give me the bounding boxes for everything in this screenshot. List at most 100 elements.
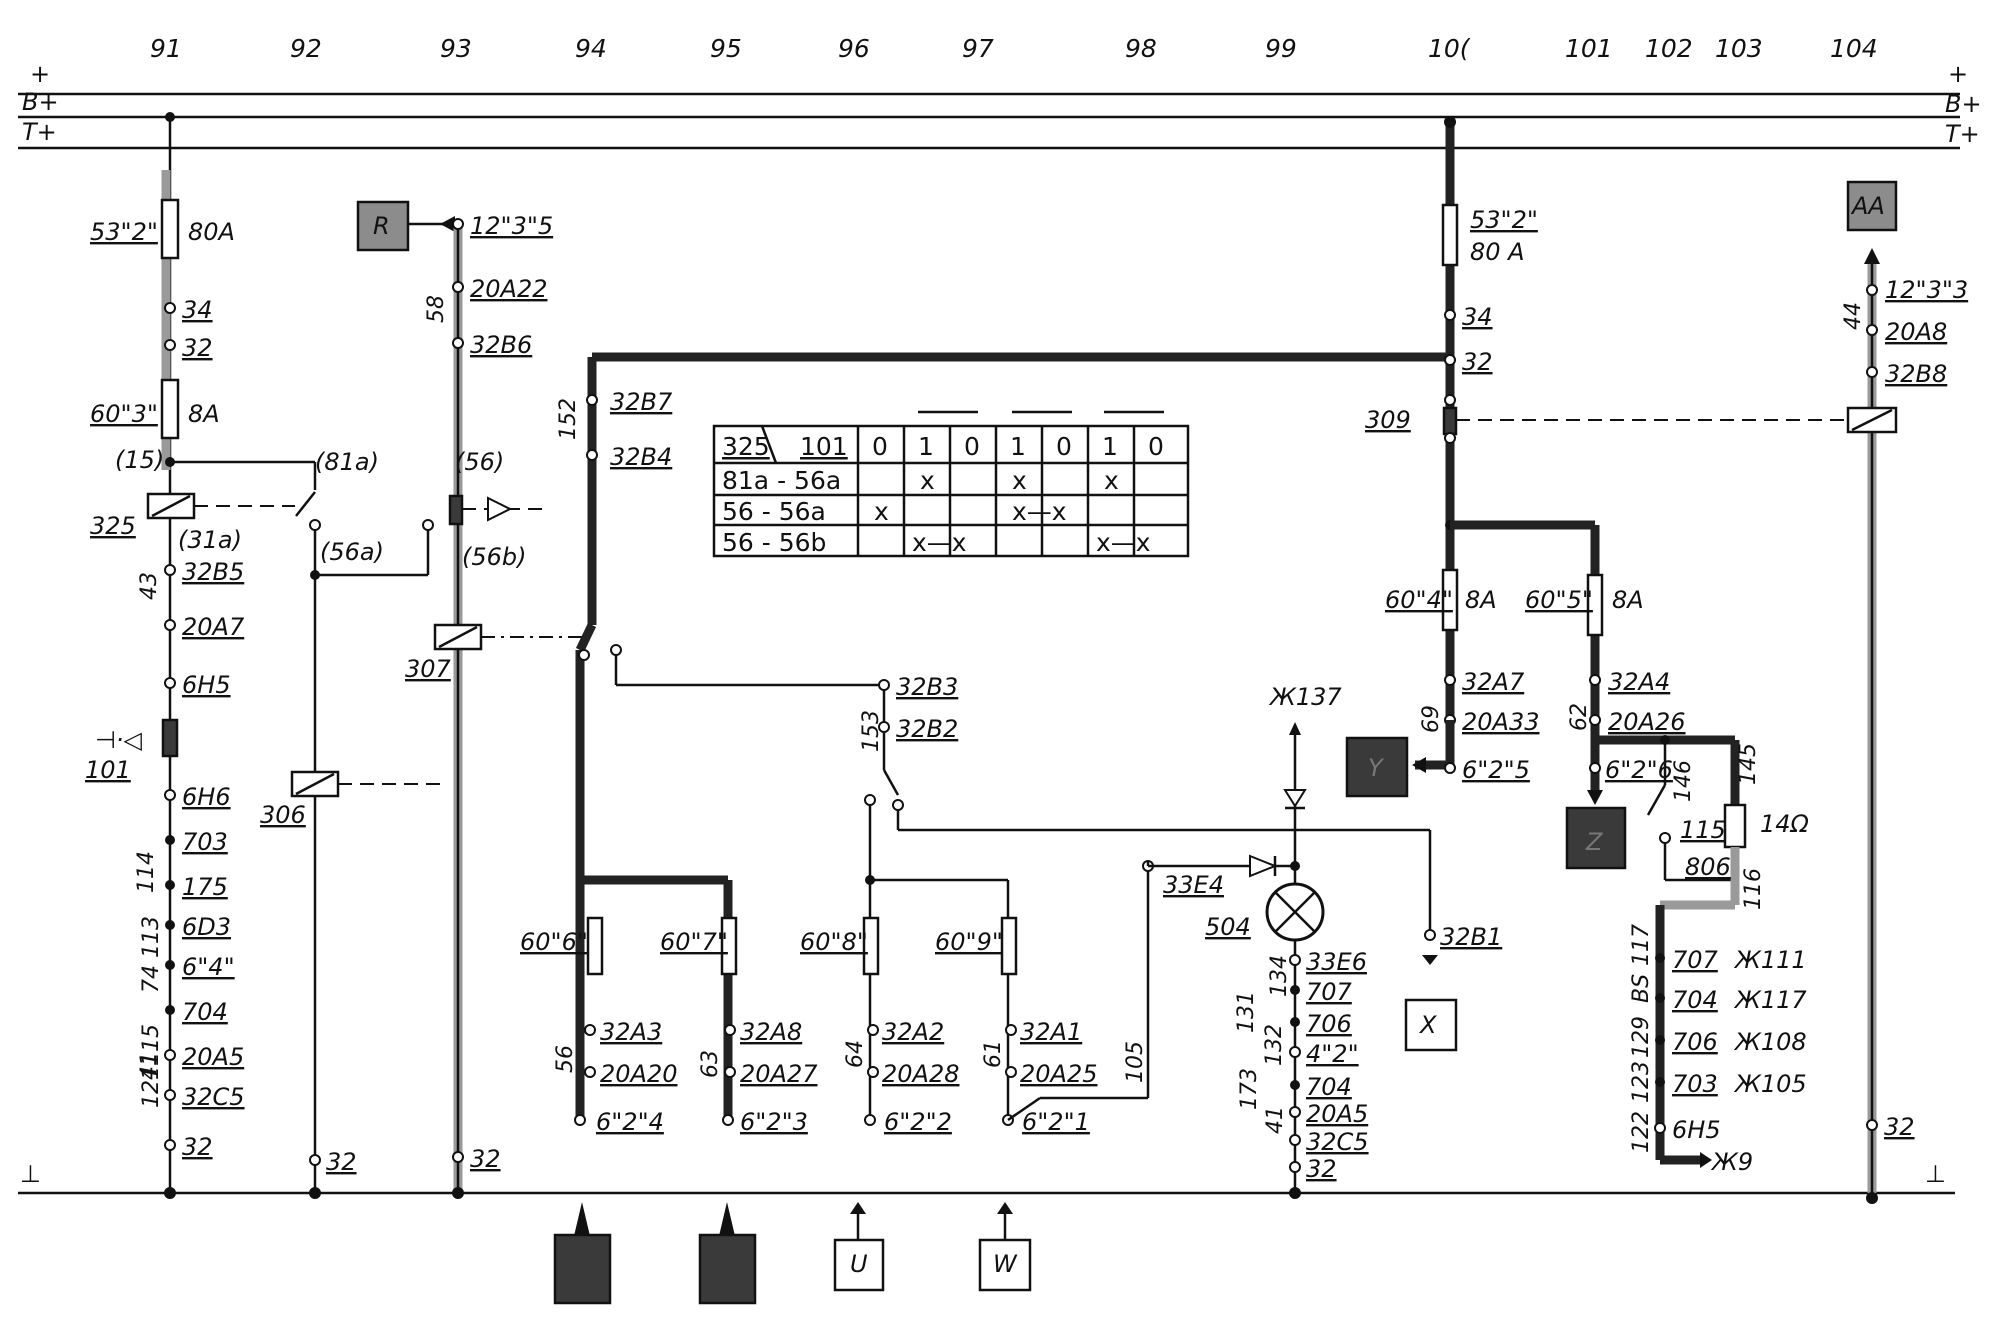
box-label: Y — [1368, 754, 1385, 782]
table-header: 1 — [1102, 432, 1118, 461]
wire-number: 41 — [1263, 1106, 1288, 1134]
box-label: Z — [1585, 828, 1603, 856]
table-header: 0 — [964, 432, 980, 461]
connector-label: 6H5 — [1672, 1116, 1721, 1144]
circuit-95: 60"7" 63 32A8 20A27 6"2"3 — [660, 916, 818, 1305]
relay-label: 309 — [1365, 406, 1411, 434]
diode-symbol — [487, 496, 513, 522]
connector-box-w — [978, 1238, 1032, 1292]
node-label: (56a) — [320, 538, 384, 566]
fuse-id: 60"8" — [800, 928, 868, 956]
connector-box-z — [1565, 806, 1627, 870]
connector-label: 115 — [1680, 816, 1726, 844]
connector-label: 706 — [1672, 1028, 1718, 1056]
wire-number: BS — [1629, 974, 1654, 1003]
table-cell: x — [1104, 466, 1119, 495]
connector-label: 32A1 — [1020, 1018, 1082, 1046]
fuse-97 — [1000, 916, 1018, 976]
connector-label: 6"2"2 — [884, 1108, 952, 1136]
column-number: 103 — [1715, 34, 1763, 63]
connector-box-aa — [1846, 180, 1898, 232]
wire-number: 132 — [1262, 1024, 1287, 1066]
connector-label: 34 — [1462, 303, 1493, 331]
connector-label: 32B2 — [896, 715, 958, 743]
connector-label: 4"2" — [1306, 1040, 1359, 1068]
fuse-rating: 8A — [1465, 586, 1497, 614]
column-number: 101 — [1565, 34, 1613, 63]
connector-label: 20A26 — [1608, 708, 1686, 736]
wire-number: 123 — [1629, 1061, 1654, 1103]
reference-label: Ж111 — [1733, 946, 1807, 974]
column-number: 97 — [962, 34, 994, 63]
fuse-91-8a — [160, 378, 180, 440]
column-number: 99 — [1265, 34, 1297, 63]
reference-label: Ж105 — [1733, 1070, 1807, 1098]
diode-symbol — [1283, 789, 1307, 808]
column-number: 104 — [1830, 34, 1878, 63]
column-numbers: 91 92 93 94 95 96 97 98 99 10( 101 102 1… — [150, 34, 1878, 63]
wire-number: 44 — [1841, 302, 1866, 330]
connector-label: 32C5 — [1306, 1128, 1369, 1156]
rail-b-label-right: B+ — [1945, 90, 1982, 118]
fuse-94 — [586, 916, 604, 976]
fuse-100-8a — [1441, 568, 1459, 632]
connector-label: 32A2 — [882, 1018, 944, 1046]
fuse-id: 60"7" — [660, 928, 728, 956]
connector-label: 32B8 — [1885, 360, 1947, 388]
column-number: 91 — [150, 34, 182, 63]
table-header: 0 — [872, 432, 888, 461]
connector-label: 12"3"5 — [470, 212, 553, 240]
connector-label: 20A20 — [600, 1060, 678, 1088]
wire-number: 122 — [1629, 1111, 1654, 1153]
column-number: 102 — [1645, 34, 1693, 63]
wire-number: 69 — [1419, 705, 1444, 733]
connector-label: 33E6 — [1306, 948, 1367, 976]
fuse-91-80a — [160, 198, 180, 260]
table-cell: x—x — [1012, 497, 1067, 526]
fuse-rating: 8A — [188, 400, 220, 428]
wire-number: 131 — [1234, 991, 1259, 1033]
connector-box-95 — [698, 1233, 757, 1305]
connector-label: 12"3"3 — [1885, 276, 1968, 304]
connector-label: 32B1 — [1440, 923, 1502, 951]
connector-label: 32B4 — [610, 443, 672, 471]
ground-symbol-left: ⊥ — [20, 1160, 41, 1188]
connector-label: 6H6 — [182, 783, 231, 811]
table-cell: x — [874, 497, 889, 526]
node-label: (31a) — [178, 526, 242, 554]
fuse-id: 60"3" — [90, 400, 158, 428]
supply-rails: + B+ T+ + B+ T+ ⊥ ⊥ — [18, 60, 1982, 1195]
lamp-label: 504 — [1205, 913, 1251, 941]
connector-box-r — [356, 200, 410, 252]
relay-label: 307 — [405, 655, 452, 683]
rail-plus-left: + — [30, 60, 50, 88]
fuse-101-8a — [1586, 573, 1604, 637]
switch-56 — [448, 494, 464, 526]
connector-label: 32C5 — [182, 1083, 245, 1111]
fuse-id: 60"4" — [1385, 586, 1453, 614]
connector-label: 6D3 — [182, 913, 231, 941]
wire-number: 43 — [137, 572, 162, 600]
wire-number: 74 113 — [139, 916, 164, 993]
connector-label: 20A28 — [882, 1060, 960, 1088]
connector-label: 6"4" — [182, 953, 235, 981]
connector-label: 34 — [182, 296, 213, 324]
fuse-95 — [720, 916, 738, 976]
circuit-92: (81a) (56a) 306 32 — [260, 448, 448, 1199]
table-row-label: 56 - 56a — [722, 497, 826, 526]
connector-label: 20A22 — [470, 275, 548, 303]
connector-box-94 — [553, 1233, 612, 1305]
relay-309-contact — [1442, 406, 1458, 436]
ground-symbol-right: ⊥ — [1925, 1160, 1946, 1188]
column-number: 92 — [290, 34, 322, 63]
relay-label: 325 — [90, 512, 136, 540]
connector-label: 704 — [1306, 1073, 1352, 1101]
connector-label: 20A7 — [182, 613, 245, 641]
node-label: (81a) — [315, 448, 379, 476]
box-label: AA — [1850, 192, 1885, 220]
wire-number: 62 — [1567, 703, 1592, 731]
circuit-91: 53"2" 80A 34 32 60"3" 8A (15) 325 (31a) … — [85, 112, 317, 1199]
table-cell: x—x — [1096, 528, 1151, 557]
wire-number: 134 — [1267, 955, 1292, 997]
